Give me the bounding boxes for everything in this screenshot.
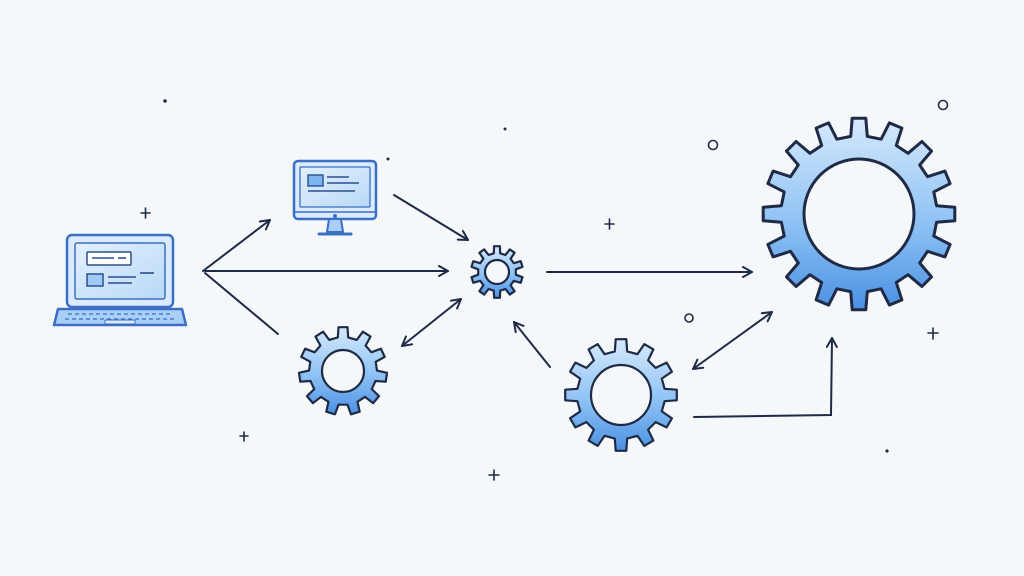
sparkle-plus [488, 469, 500, 481]
sparkle-dot [503, 127, 507, 131]
decorative-sparkles [140, 99, 949, 481]
monitor-image-block [307, 174, 324, 187]
line-laptop-to-bottom-left-gear [204, 272, 279, 335]
sparkle-dot [163, 99, 167, 103]
bottom-left-gear [297, 326, 389, 416]
large-gear [761, 116, 957, 312]
laptop-touchpad [104, 319, 136, 325]
sparkle-ring [937, 99, 949, 111]
arrow-large-gear-middle-gear [692, 311, 773, 370]
small-gear [470, 245, 524, 299]
arrow-monitor-to-small-gear [393, 194, 469, 241]
monitor-screen [299, 166, 371, 208]
arrow-laptop-to-monitor [202, 219, 271, 272]
sparkle-plus [239, 431, 249, 442]
arrow-middle-gear-to-small-gear [513, 321, 551, 368]
laptop-image-block [86, 273, 104, 287]
sparkle-ring [684, 313, 694, 323]
sparkle-dot [386, 157, 390, 161]
arrow-middle-gear-to-large-gear [693, 337, 838, 418]
connections [202, 194, 838, 418]
laptop-keyboard [52, 307, 188, 327]
sparkle-ring [707, 139, 719, 151]
sparkle-plus [927, 327, 939, 340]
sparkle-dot [885, 449, 889, 453]
laptop-icon [52, 233, 188, 327]
gears [297, 116, 957, 452]
middle-gear [564, 338, 678, 452]
monitor-icon [292, 159, 378, 236]
sparkle-plus [604, 218, 615, 230]
monitor-stand [326, 218, 344, 233]
arrow-small-gear-bottom-left-gear [401, 298, 462, 347]
sparkle-plus [140, 207, 151, 219]
power-dot [333, 214, 337, 218]
